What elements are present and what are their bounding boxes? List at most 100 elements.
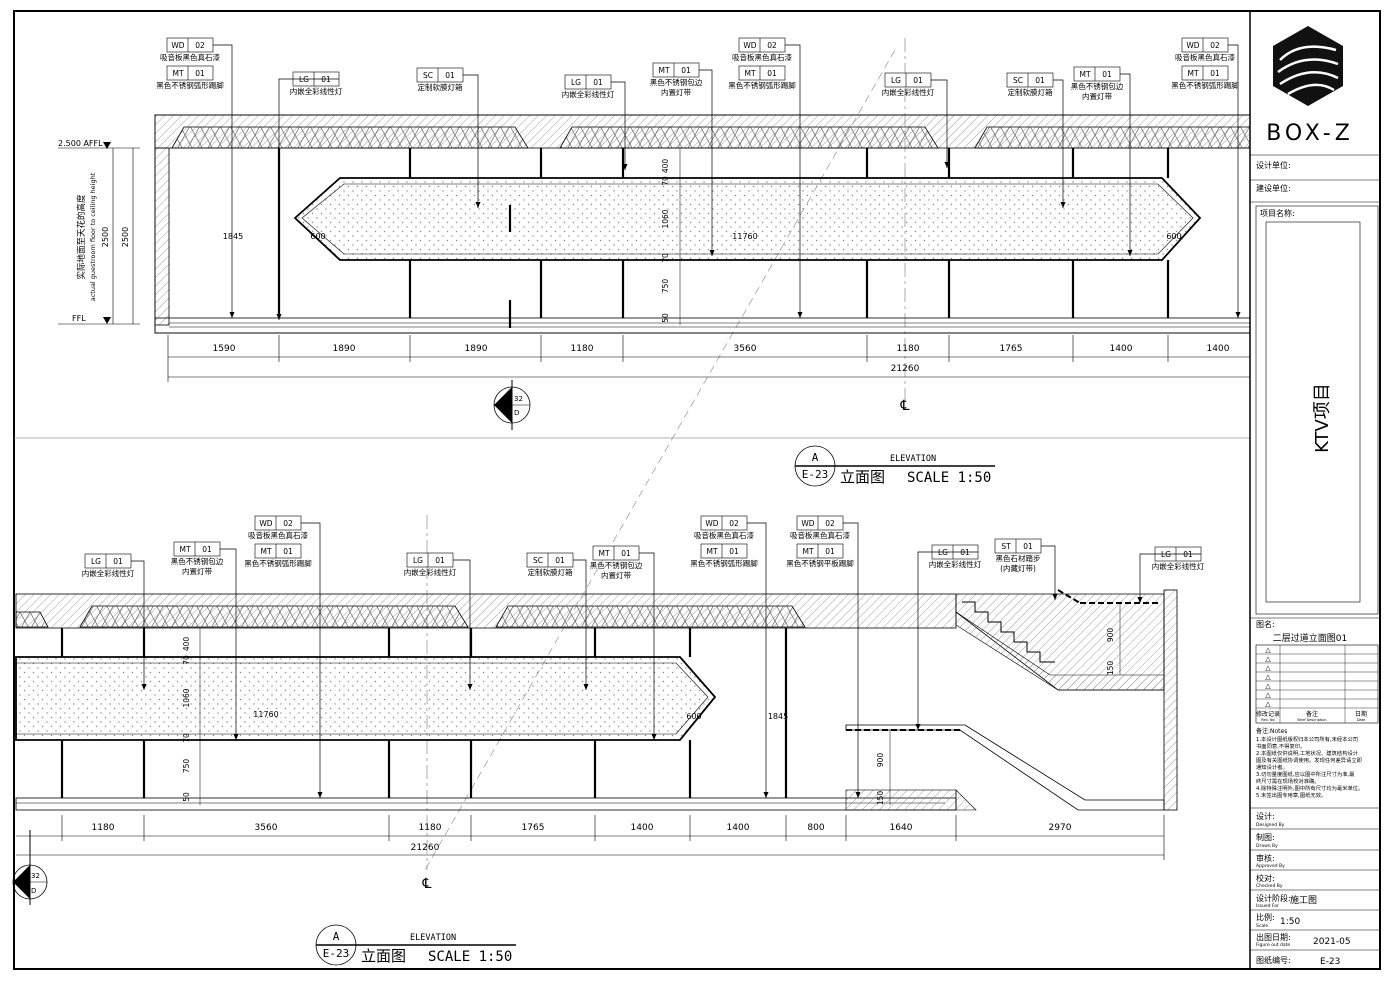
svg-text:修改记录: 修改记录 [1256, 710, 1280, 718]
svg-text:审核:: 审核: [1256, 853, 1275, 863]
material-description: 定制软膜灯箱 [528, 567, 573, 577]
sheet-number: E-23 [1320, 957, 1340, 967]
svg-text:项目名称:: 项目名称: [1260, 208, 1295, 218]
issue-stage: 施工图 [1290, 894, 1317, 906]
material-code: MT [179, 545, 190, 554]
material-description: 定制软膜灯箱 [418, 82, 463, 92]
material-number: 01 [321, 75, 331, 84]
material-number: 01 [729, 547, 739, 556]
svg-text:制图:: 制图: [1256, 832, 1275, 842]
svg-text:FFL: FFL [72, 314, 86, 323]
svg-text:70: 70 [182, 733, 191, 743]
material-code: LG [299, 75, 309, 84]
drawing-name: 二层过道立面图01 [1273, 632, 1347, 644]
svg-text:1180: 1180 [897, 344, 920, 354]
elevation-title-bottom: A E-23 ELEVATION 立面图 SCALE 1:50 [315, 924, 516, 966]
material-code: WD [1186, 41, 1199, 50]
material-description: 内置灯带 [1082, 91, 1112, 101]
material-code: MT [172, 69, 183, 78]
material-description: 内嵌全彩线性灯 [882, 87, 935, 97]
svg-text:750: 750 [182, 759, 191, 774]
material-code: SC [423, 71, 433, 80]
svg-text:70: 70 [661, 253, 670, 263]
material-code: SC [533, 556, 543, 565]
svg-text:E-23: E-23 [323, 947, 350, 960]
svg-text:150: 150 [876, 791, 885, 806]
svg-text:ELEVATION: ELEVATION [890, 454, 936, 464]
svg-text:Drawn By: Drawn By [1256, 843, 1278, 849]
svg-text:通知设计者。: 通知设计者。 [1256, 763, 1288, 771]
svg-text:600: 600 [1166, 232, 1181, 241]
material-number: 01 [283, 547, 293, 556]
svg-text:800: 800 [807, 823, 824, 833]
material-code: MT [802, 547, 813, 556]
svg-text:图名:: 图名: [1256, 619, 1275, 629]
svg-text:1180: 1180 [571, 344, 594, 354]
svg-text:900: 900 [1106, 628, 1115, 643]
svg-text:4.除特殊注明外,图中所有尺寸均为毫米单位。: 4.除特殊注明外,图中所有尺寸均为毫米单位。 [1256, 784, 1363, 792]
material-description: 黑色不锈钢弧形踢脚 [244, 558, 312, 568]
material-description: 吸音板黑色真石漆 [732, 52, 792, 62]
svg-text:32: 32 [31, 872, 40, 880]
svg-text:日期: 日期 [1355, 710, 1367, 718]
svg-text:2500: 2500 [121, 227, 130, 247]
svg-text:1765: 1765 [522, 823, 545, 833]
svg-text:D: D [514, 409, 519, 417]
material-description: 吸音板黑色真石漆 [160, 52, 220, 62]
svg-text:1180: 1180 [419, 823, 442, 833]
svg-text:1060: 1060 [182, 688, 191, 707]
material-description: 吸音板黑色真石漆 [1175, 52, 1235, 62]
material-code: LG [91, 557, 101, 566]
svg-text:2.500 AFFL: 2.500 AFFL [58, 139, 103, 148]
material-code: MT [706, 547, 717, 556]
material-description: 内嵌全彩线性灯 [1152, 561, 1205, 571]
svg-text:A: A [812, 451, 819, 464]
svg-text:Date: Date [1357, 718, 1365, 722]
svg-text:书面同意,不得复印。: 书面同意,不得复印。 [1256, 742, 1305, 750]
svg-text:70: 70 [661, 176, 670, 186]
material-code: WD [705, 519, 718, 528]
material-description: 黑色不锈钢包边 [650, 77, 703, 87]
material-number: 01 [1023, 542, 1033, 551]
lightbox-bottom [15, 656, 717, 741]
material-number: 01 [621, 549, 631, 558]
svg-text:Designed By: Designed By [1256, 822, 1285, 828]
material-number: 01 [445, 71, 455, 80]
svg-text:备注:Notes: 备注:Notes [1256, 727, 1287, 735]
svg-text:△: △ [1265, 700, 1271, 708]
svg-text:△: △ [1265, 691, 1271, 699]
svg-text:图纸编号:: 图纸编号: [1256, 955, 1291, 965]
material-code: MT [260, 547, 271, 556]
material-number: 02 [283, 519, 293, 528]
brand-name: BOX-Z [1266, 121, 1354, 146]
material-description: 内嵌全彩线性灯 [929, 559, 982, 569]
svg-text:1765: 1765 [1000, 344, 1023, 354]
svg-text:设计:: 设计: [1256, 811, 1275, 821]
material-number: 01 [825, 547, 835, 556]
material-code: MT [1079, 70, 1090, 79]
box-z-logo-icon [1273, 26, 1343, 106]
svg-text:备注: 备注 [1306, 710, 1318, 718]
material-description: 内置灯带 [182, 566, 212, 576]
material-code: MT [598, 549, 609, 558]
svg-text:立面图: 立面图 [840, 468, 885, 486]
lightbox-top [293, 177, 1202, 261]
svg-text:1845: 1845 [768, 712, 788, 721]
material-number: 01 [1102, 70, 1112, 79]
svg-text:1890: 1890 [333, 344, 356, 354]
material-code: WD [259, 519, 272, 528]
svg-text:1640: 1640 [890, 823, 913, 833]
material-number: 01 [202, 545, 212, 554]
